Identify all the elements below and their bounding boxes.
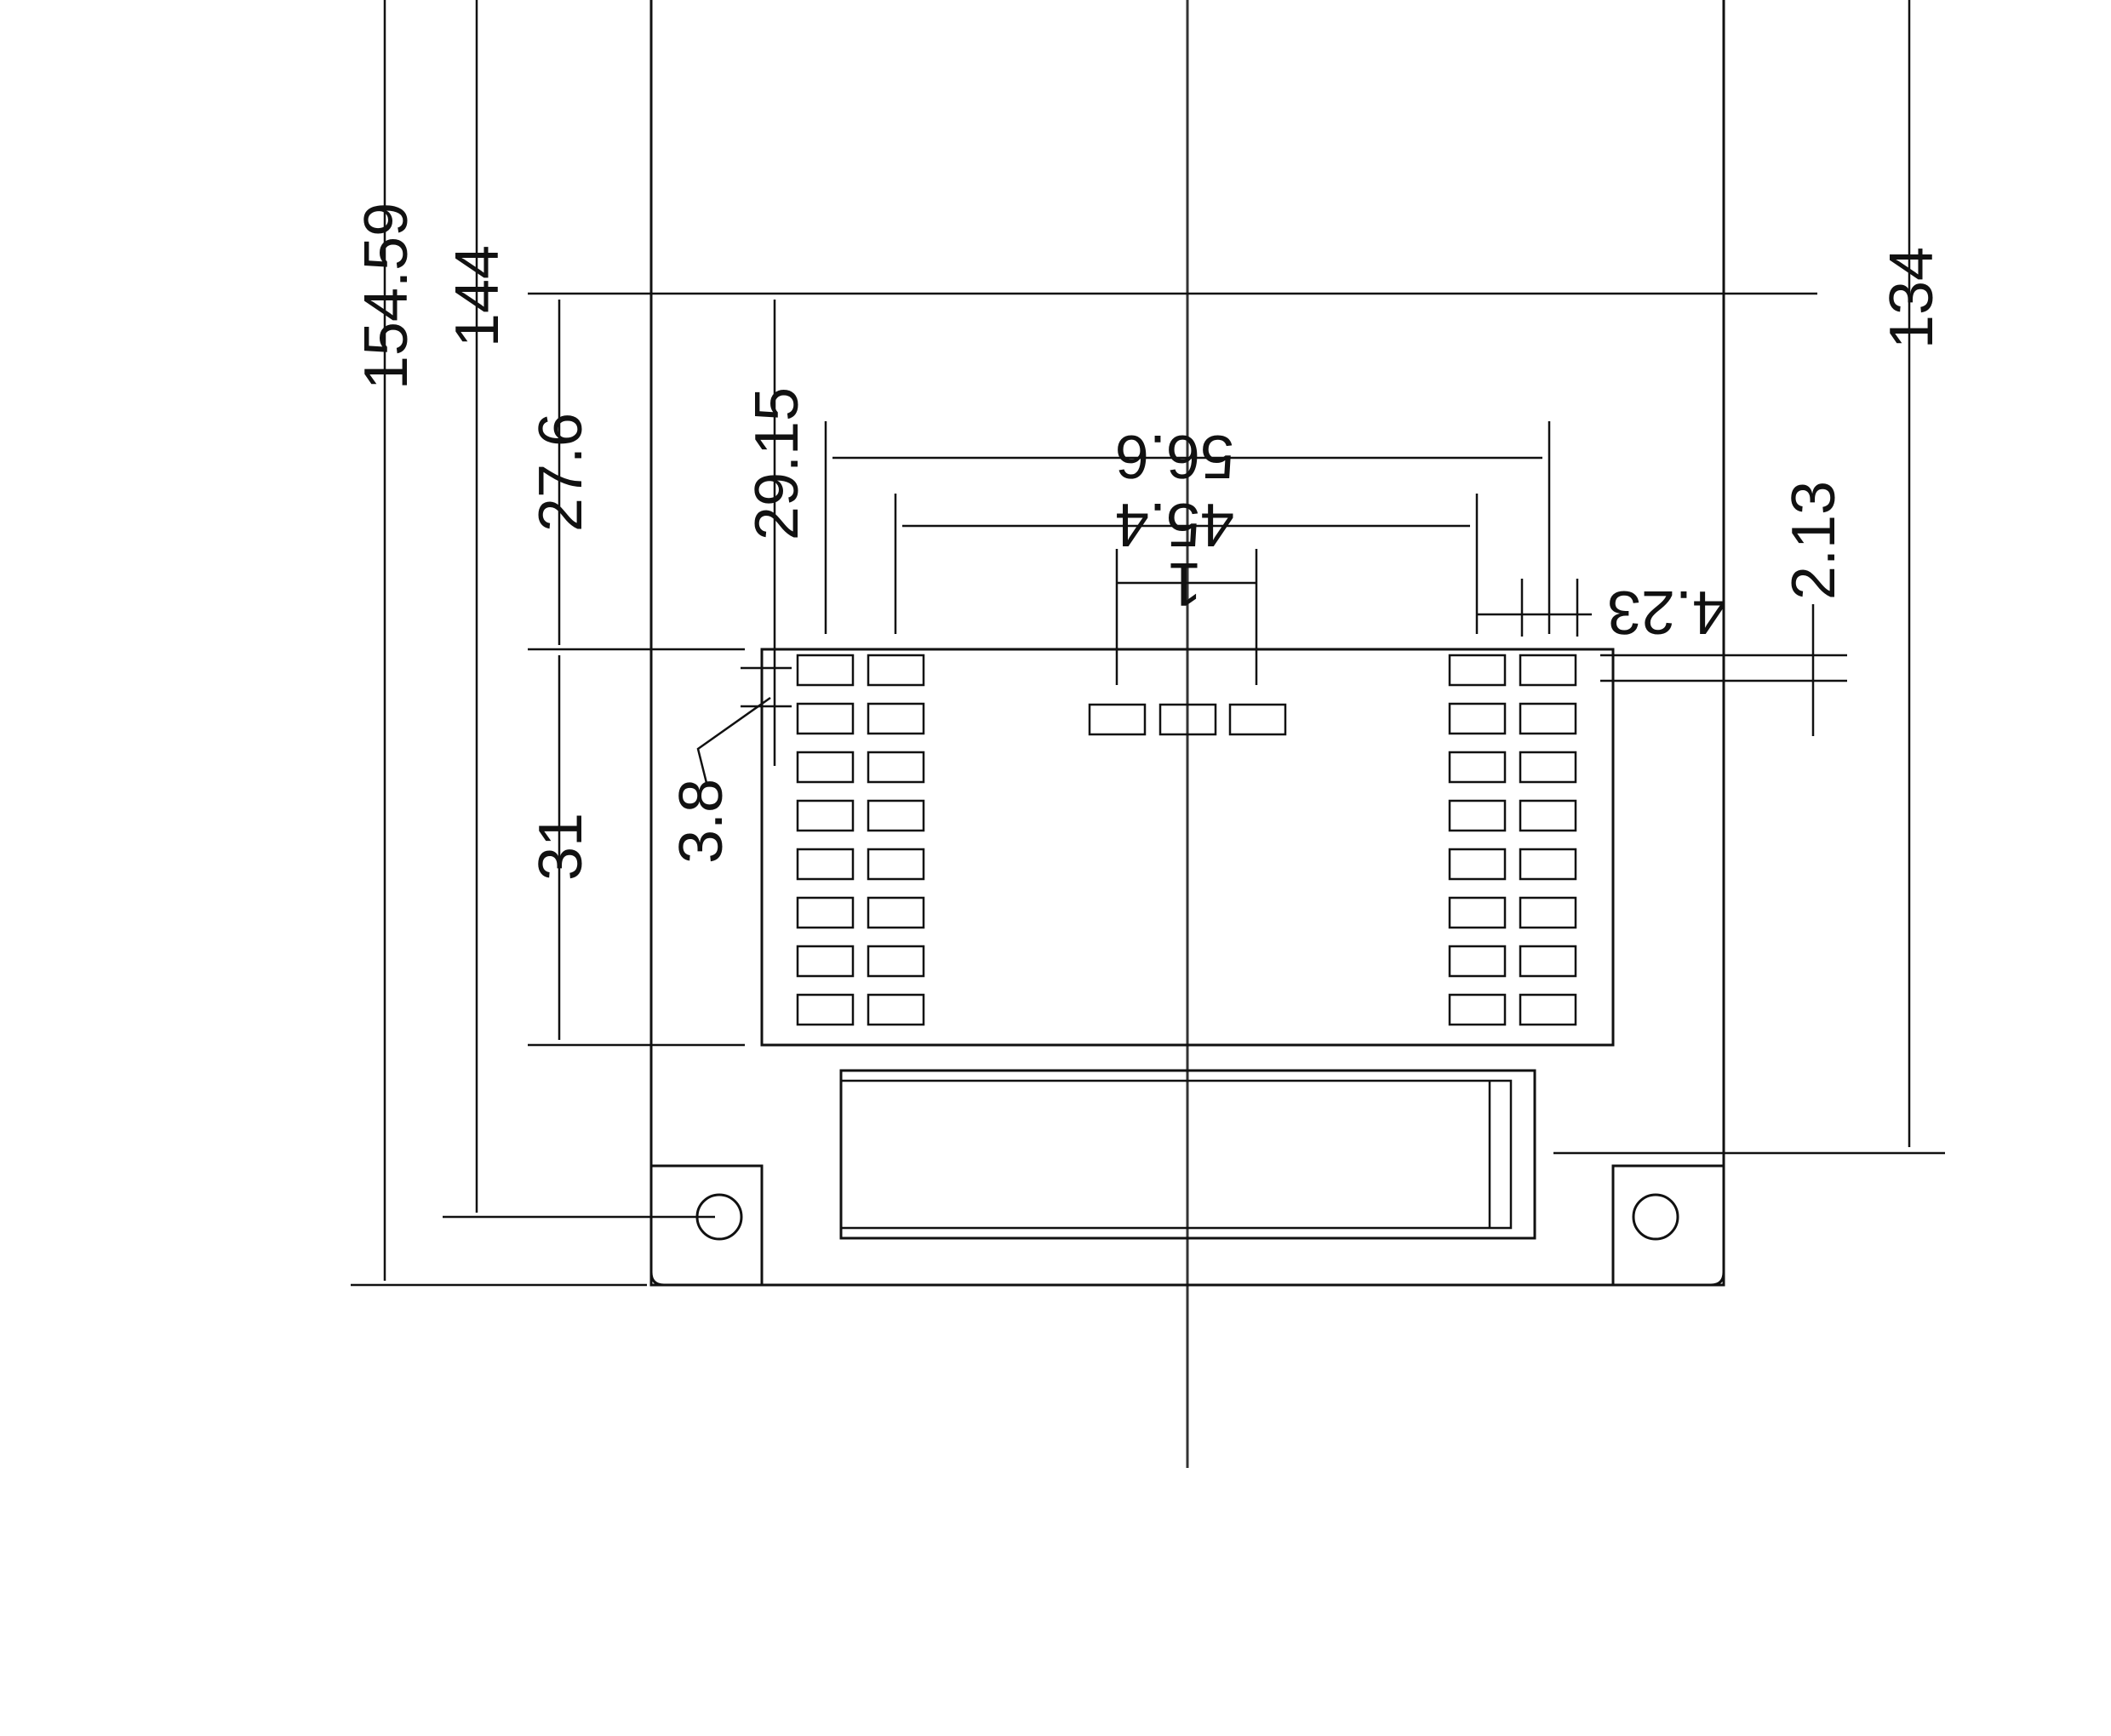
pad-array-right	[1448, 654, 1577, 1026]
pad	[796, 799, 855, 832]
pad	[867, 848, 925, 881]
dim-label-corner-offset: 3.8	[667, 779, 735, 864]
pad	[796, 702, 855, 735]
pad	[796, 993, 855, 1026]
pad	[1448, 799, 1507, 832]
pad-row-center	[1088, 703, 1287, 736]
pad	[1158, 703, 1217, 736]
pad	[1519, 896, 1577, 929]
pad	[1448, 702, 1507, 735]
pad	[796, 654, 855, 687]
leader-3-8	[696, 696, 771, 784]
dim-label-pitch-outer: 56.6	[1115, 422, 1234, 490]
pad	[796, 945, 855, 978]
pad	[1448, 751, 1507, 784]
pad	[1519, 799, 1577, 832]
dim-label-pitch-inner: 45.4	[1115, 490, 1234, 558]
mount-tab-right	[1611, 1164, 1725, 1287]
pad	[867, 751, 925, 784]
dim-label-pad-height: 2.13	[1780, 481, 1848, 600]
pad	[1519, 848, 1577, 881]
dimension-labels: 154.59 144 134 27.6 29.15 31 3.8 2.13 56…	[352, 203, 1946, 881]
pad	[796, 848, 855, 881]
pad	[1448, 945, 1507, 978]
pad	[1519, 702, 1577, 735]
mount-tab-left	[649, 1164, 764, 1287]
dim-label-pad-gap: 1	[1168, 550, 1202, 618]
pad	[1448, 896, 1507, 929]
dim-label-hole-height: 144	[443, 245, 512, 347]
pad	[1519, 993, 1577, 1026]
mount-hole-right	[1632, 1193, 1679, 1241]
slot	[839, 1069, 1536, 1240]
dim-label-pad-width: 4.23	[1607, 578, 1726, 646]
pad	[867, 896, 925, 929]
pad	[1448, 993, 1507, 1026]
pad	[1519, 751, 1577, 784]
dimension-lines	[351, 0, 1945, 1287]
pad	[867, 702, 925, 735]
dim-label-right-height: 134	[1878, 247, 1946, 349]
pad	[867, 993, 925, 1026]
pad	[796, 751, 855, 784]
pad-array-left	[796, 654, 925, 1026]
pad	[1519, 654, 1577, 687]
pad	[867, 799, 925, 832]
slot-inner	[839, 1079, 1513, 1230]
connector-board	[760, 648, 1615, 1047]
pad	[867, 945, 925, 978]
dim-label-connector-span: 31	[527, 813, 595, 881]
pad	[1448, 654, 1507, 687]
pad	[1519, 945, 1577, 978]
dim-label-overall-height: 154.59	[352, 203, 420, 390]
pad	[1088, 703, 1147, 736]
pad	[1228, 703, 1287, 736]
dim-label-upper-height: 27.6	[527, 413, 595, 532]
pad	[1448, 848, 1507, 881]
pad	[796, 896, 855, 929]
dim-label-connector-offset: 29.15	[743, 387, 811, 540]
connector-outline	[760, 648, 1615, 1047]
pad	[867, 654, 925, 687]
